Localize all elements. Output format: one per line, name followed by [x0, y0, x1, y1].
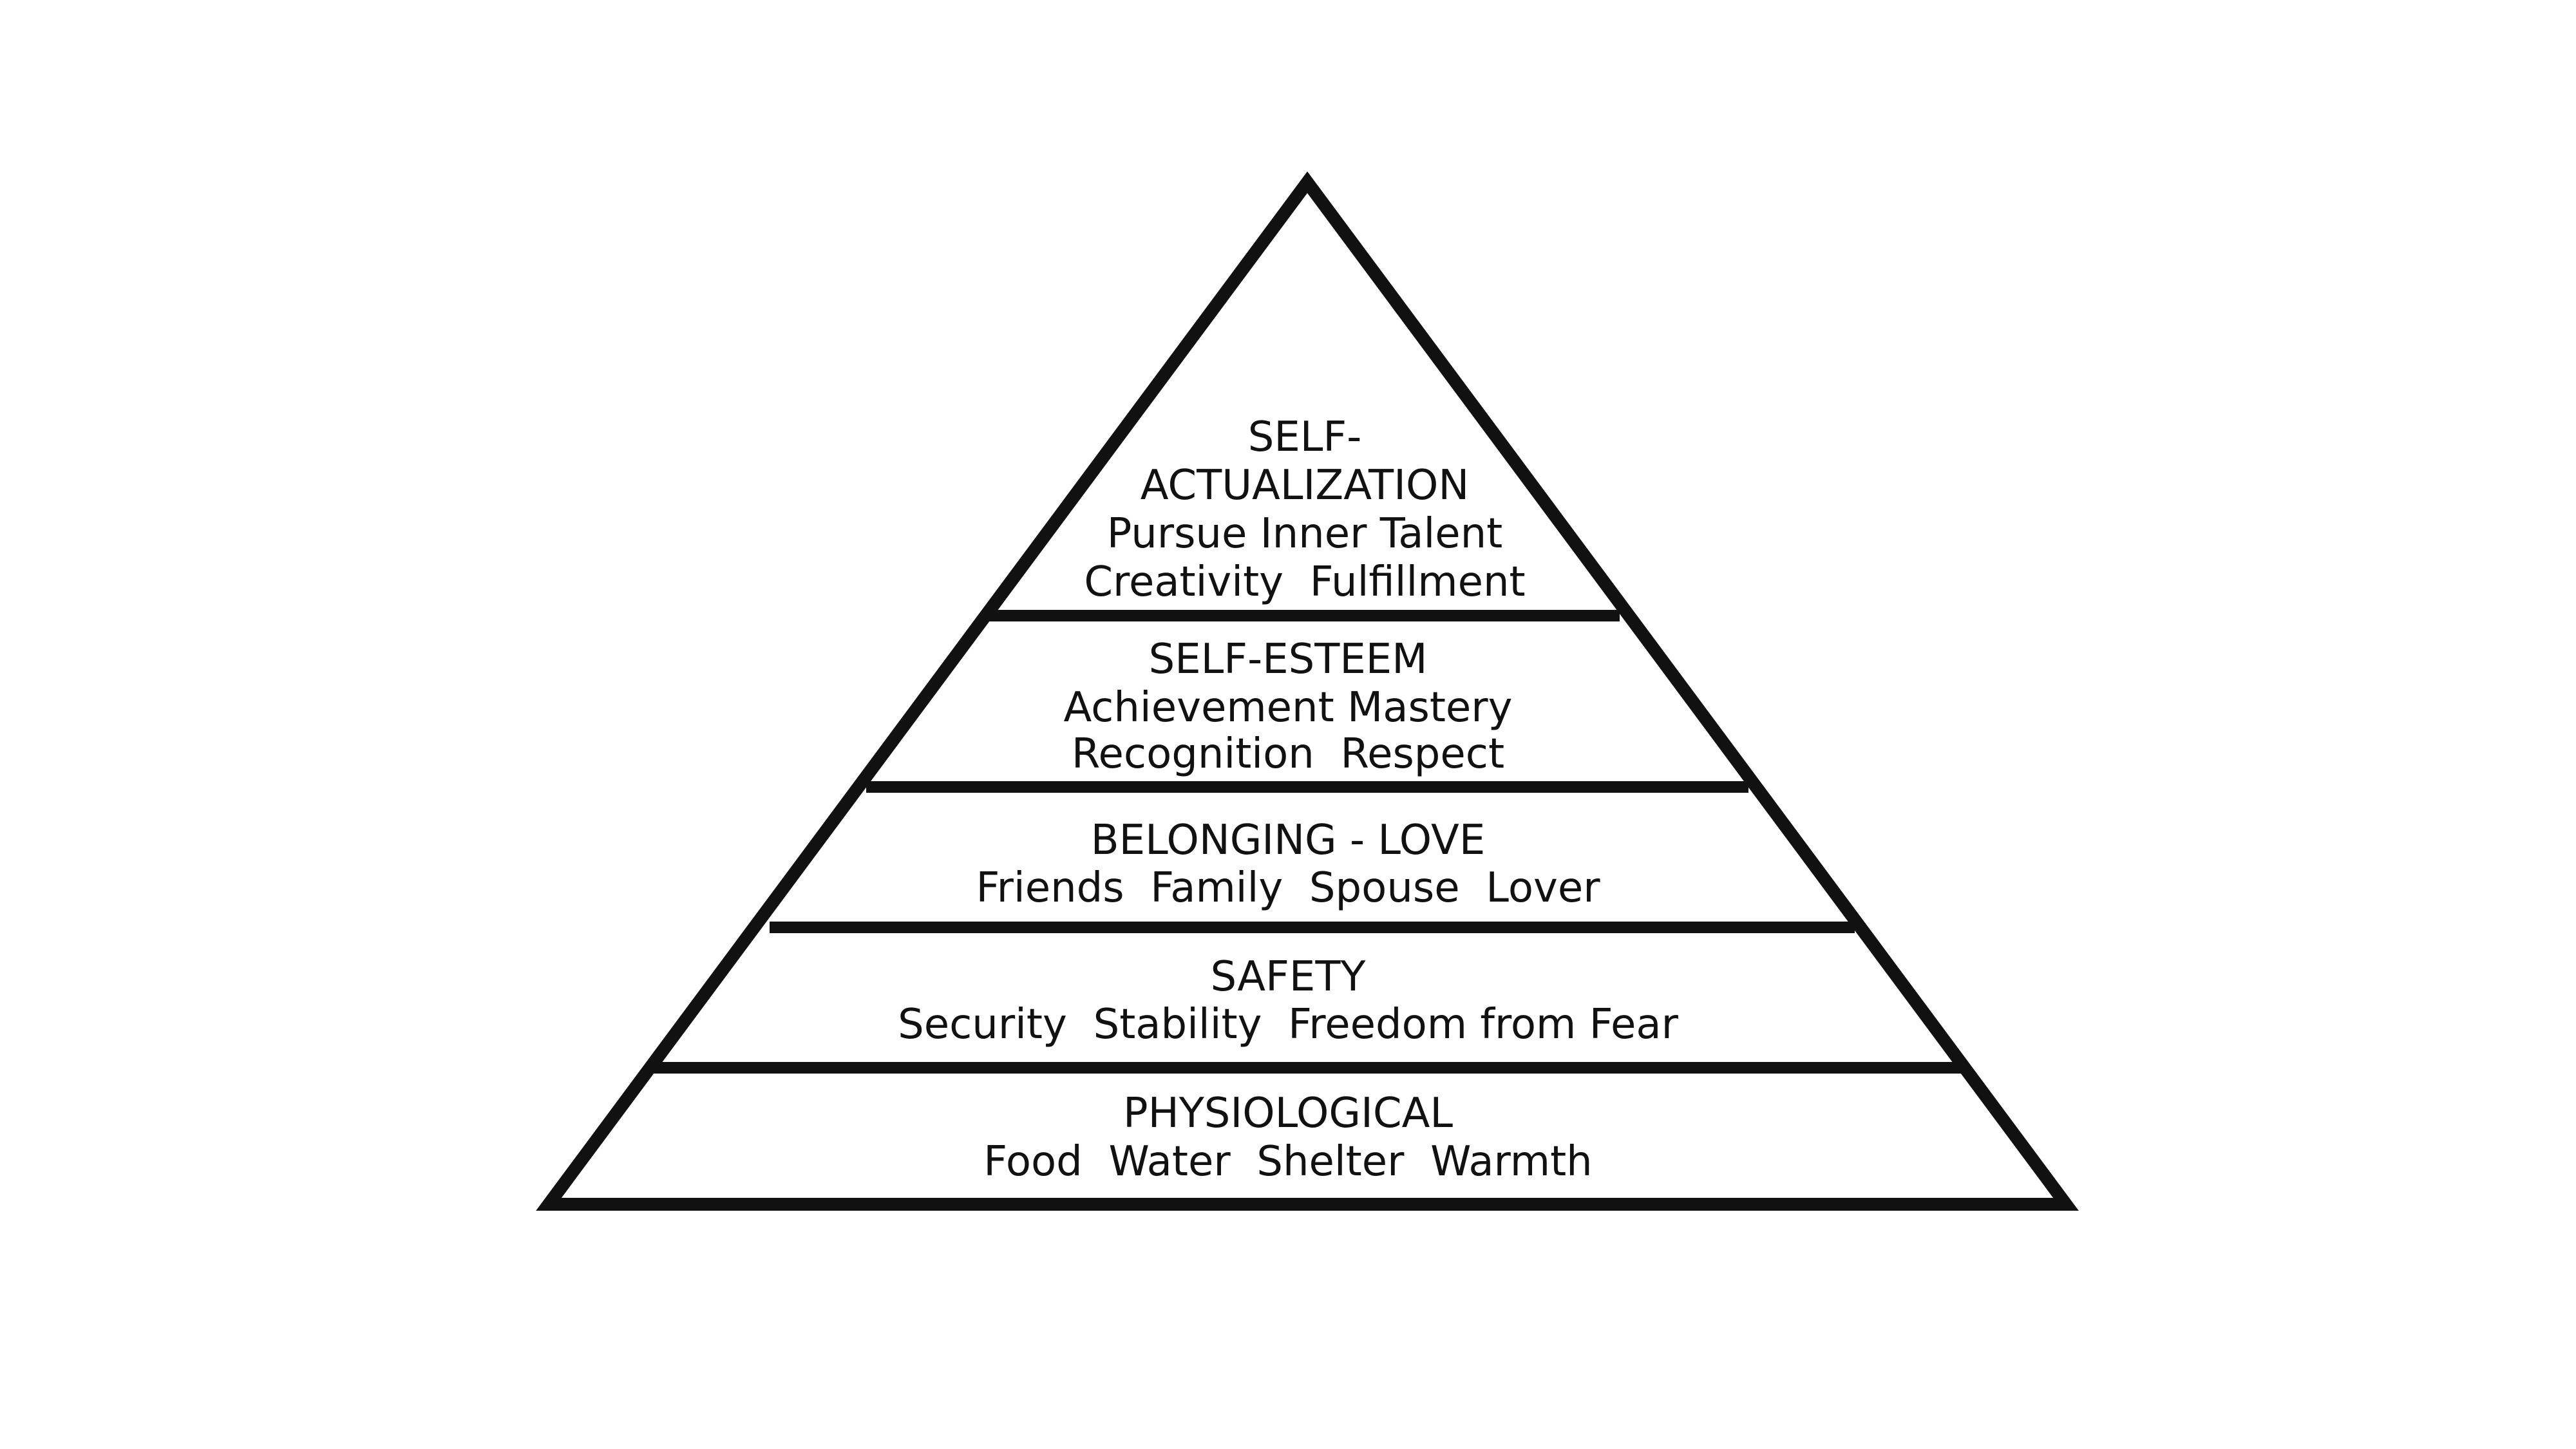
level-heading: SELF-ESTEEM — [1149, 636, 1428, 683]
level-items: Security Stability Freedom from Fear — [898, 1001, 1679, 1048]
level-items: Achievement Mastery — [1064, 684, 1513, 732]
level-heading: SELF- — [1248, 413, 1362, 461]
level-items: Recognition Respect — [1072, 730, 1504, 778]
pyramid-outline — [536, 171, 2079, 1211]
level-physiological: PHYSIOLOGICAL Food Water Shelter Warmth — [983, 1090, 1592, 1186]
level-heading: PHYSIOLOGICAL — [1123, 1090, 1453, 1137]
level-safety: SAFETY Security Stability Freedom from F… — [898, 953, 1679, 1048]
level-heading: BELONGING - LOVE — [1091, 817, 1486, 864]
level-self-esteem: SELF-ESTEEM Achievement Mastery Recognit… — [1064, 636, 1513, 778]
level-items: Creativity Fulfillment — [1084, 558, 1525, 606]
level-items: Food Water Shelter Warmth — [983, 1138, 1592, 1186]
level-heading: SAFETY — [1210, 953, 1366, 1001]
level-items: Pursue Inner Talent — [1107, 510, 1503, 558]
level-heading: ACTUALIZATION — [1141, 462, 1469, 509]
level-self-actualization: SELF- ACTUALIZATION Pursue Inner Talent … — [1084, 413, 1525, 606]
level-items: Friends Family Spouse Lover — [976, 864, 1600, 912]
level-belonging-love: BELONGING - LOVE Friends Family Spouse L… — [976, 817, 1600, 912]
